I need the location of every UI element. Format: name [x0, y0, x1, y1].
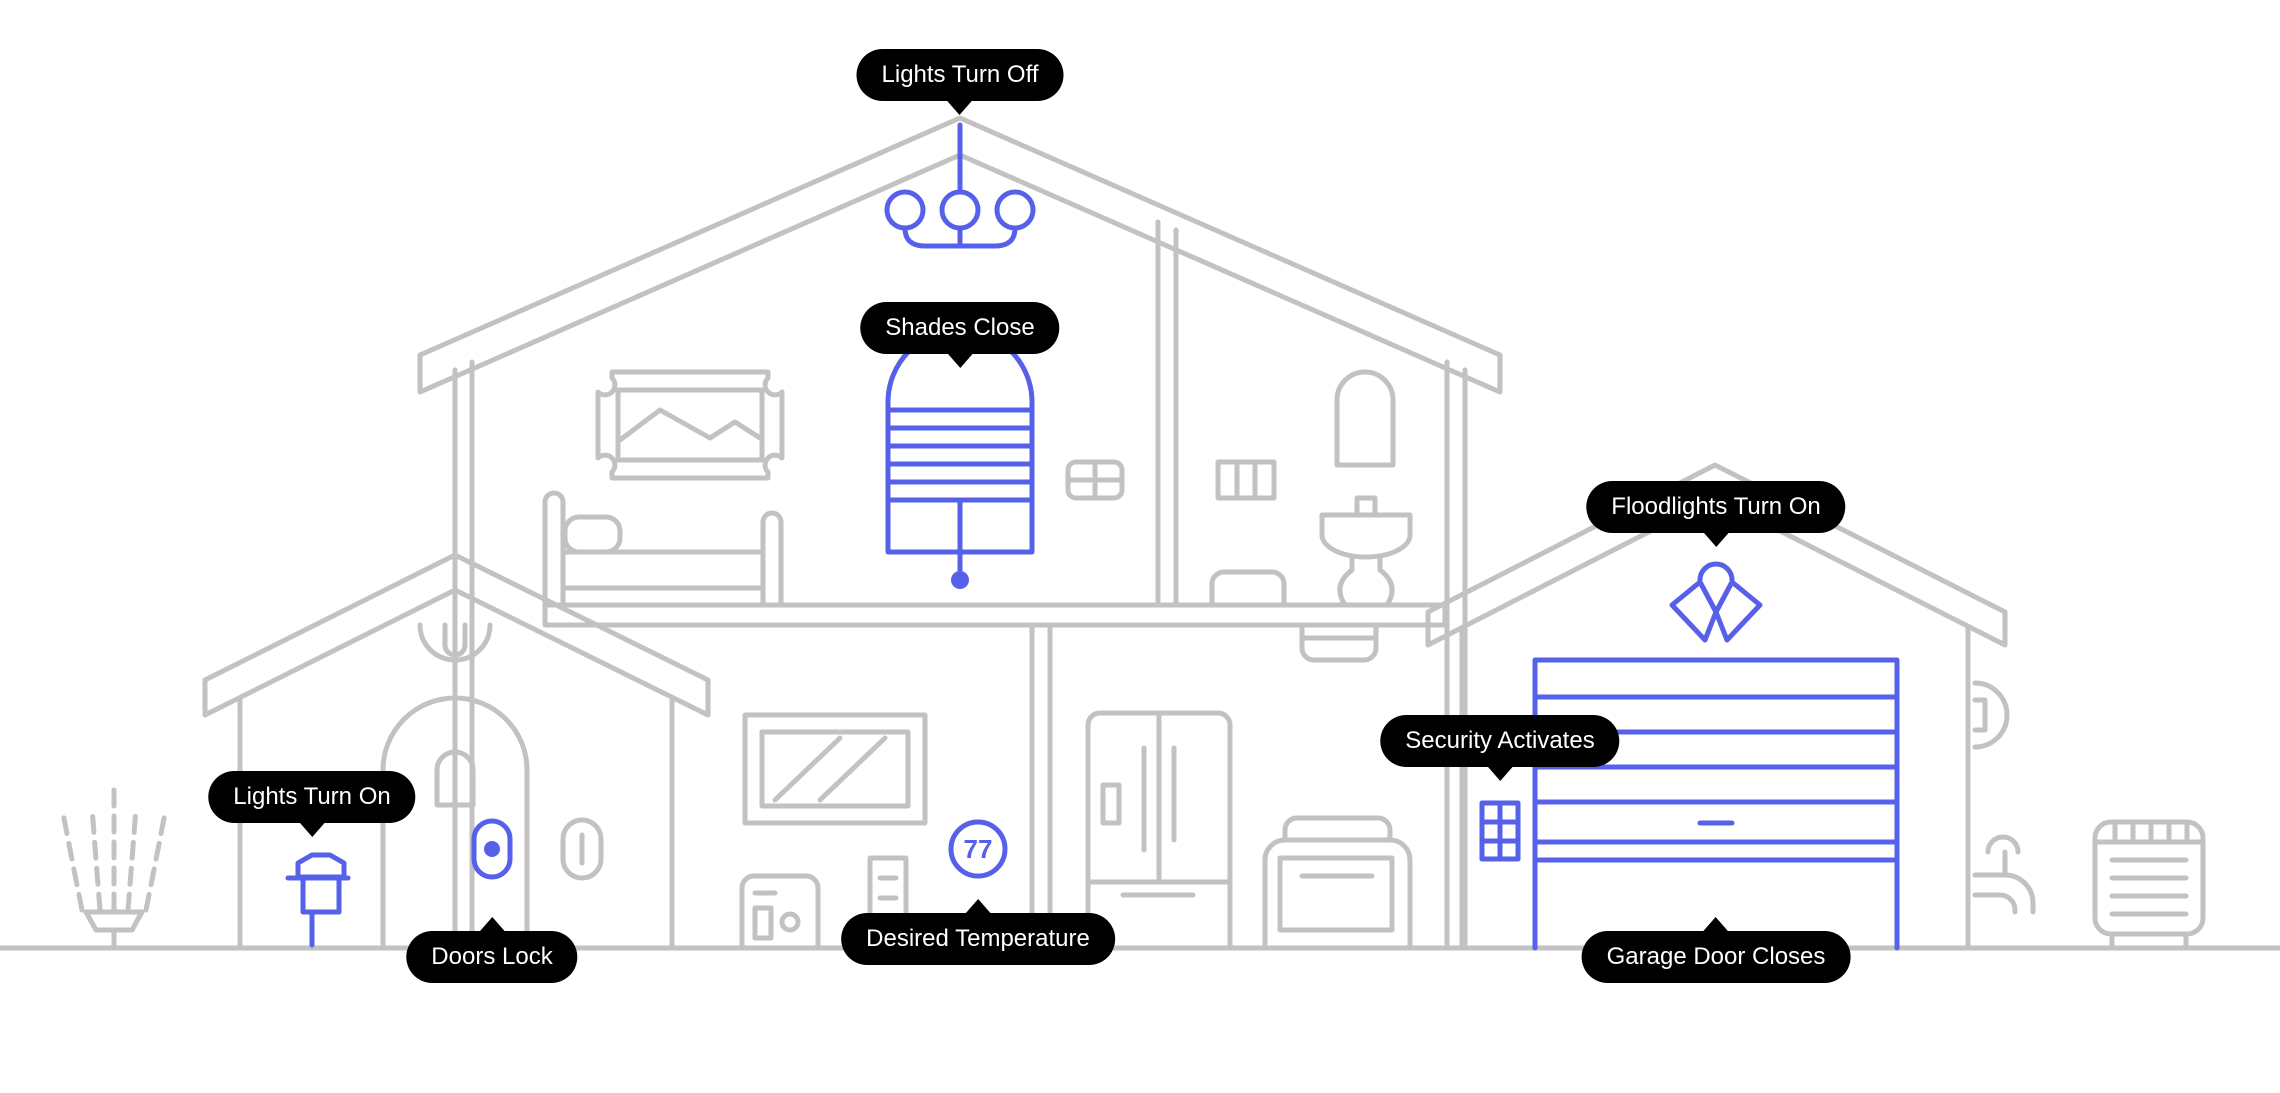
faucet-icon [1972, 834, 2036, 915]
label-security-activates: Security Activates [1380, 715, 1620, 781]
thermostat-value: 77 [964, 834, 993, 864]
front-entry-annex [202, 552, 711, 951]
label-shades-close: Shades Close [860, 302, 1060, 368]
picture-frame-icon [595, 369, 785, 481]
label-doors-lock: Doors Lock [406, 917, 578, 983]
bathroom-fixtures [1209, 369, 1413, 663]
thermostat-icon: 77 [948, 819, 1008, 879]
chandelier-icon [884, 122, 1036, 249]
floodlight-icon [1669, 561, 1763, 643]
wall-vent-icon [1065, 459, 1125, 501]
label-lights-turn-on: Lights Turn On [208, 771, 416, 837]
window-shade-icon [885, 327, 1035, 589]
garage [1425, 462, 2010, 951]
label-floodlights-turn-on: Floodlights Turn On [1586, 481, 1846, 547]
sprinkler-icon [59, 777, 169, 951]
security-keypad-icon [1479, 800, 1521, 862]
bed-icon [542, 490, 784, 608]
label-garage-door-closes: Garage Door Closes [1581, 917, 1851, 983]
upstairs-rooms [542, 219, 1448, 951]
garage-door-icon [1532, 657, 1900, 951]
porch-light-icon [285, 852, 351, 948]
door-lock-icon [471, 818, 513, 880]
label-desired-temperature: Desired Temperature [841, 899, 1115, 965]
label-lights-turn-off: Lights Turn Off [856, 49, 1064, 115]
ac-unit-icon [2092, 819, 2206, 951]
